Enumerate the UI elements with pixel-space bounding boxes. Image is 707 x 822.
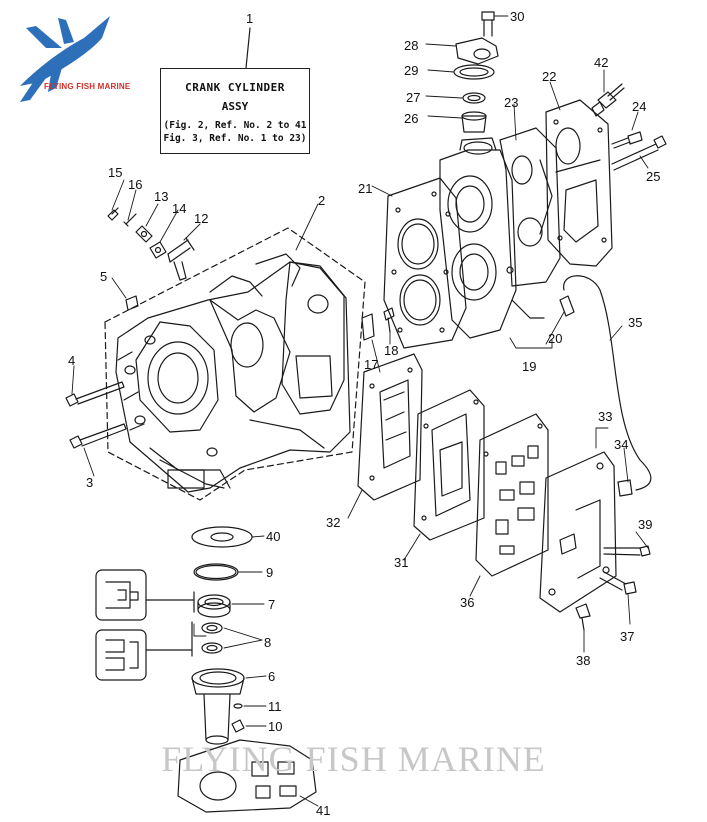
crankcase-body — [115, 253, 351, 493]
small-bracket — [361, 307, 395, 341]
callout-16: 16 — [128, 177, 143, 192]
callout-20: 20 — [548, 331, 563, 346]
callout-32: 32 — [326, 515, 341, 530]
callout-37: 37 — [620, 629, 635, 644]
callout-27: 27 — [406, 90, 421, 105]
lower-seal-stack — [191, 526, 253, 745]
callout-28: 28 — [404, 38, 419, 53]
callout-42: 42 — [594, 55, 609, 70]
callout-22: 22 — [542, 69, 557, 84]
callout-7: 7 — [268, 597, 276, 612]
callout-26: 26 — [404, 111, 419, 126]
base-gasket — [177, 739, 317, 813]
callout-21: 21 — [358, 181, 373, 196]
sensor-and-bolts — [591, 83, 667, 171]
callout-34: 34 — [614, 437, 629, 452]
cylinder-block — [439, 137, 545, 339]
leader-1 — [245, 27, 251, 69]
callout-38: 38 — [576, 653, 591, 668]
note-title: CRANK CYLINDER — [185, 81, 285, 94]
crankcase-dashed-outline — [104, 227, 366, 501]
callout-23: 23 — [504, 95, 519, 110]
callout-39: 39 — [638, 517, 653, 532]
callout-2: 2 — [318, 193, 326, 208]
callout-14: 14 — [172, 201, 187, 216]
exhaust-cover — [539, 451, 617, 613]
callout-18: 18 — [384, 343, 399, 358]
callout-35: 35 — [628, 315, 643, 330]
callout-36: 36 — [460, 595, 475, 610]
exhaust-gasket — [475, 413, 549, 577]
fish-icon — [20, 16, 110, 102]
callout-1: 1 — [246, 11, 254, 26]
logo-text: FLYING FISH MARINE — [44, 82, 131, 91]
upper-left-small-parts — [107, 207, 195, 311]
callout-17: 17 — [364, 357, 379, 372]
callout-10: 10 — [268, 719, 283, 734]
flying-fish-logo — [20, 16, 110, 102]
callout-30: 30 — [510, 9, 525, 24]
callout-13: 13 — [154, 189, 169, 204]
callout-40: 40 — [266, 529, 281, 544]
cover-bolts — [575, 545, 651, 631]
cover-gasket — [499, 127, 561, 287]
callout-19: 19 — [522, 359, 537, 374]
callout-4: 4 — [68, 353, 76, 368]
seal-detail-box-7 — [95, 569, 195, 621]
watermark-text: FLYING FISH MARINE — [161, 739, 546, 779]
head-gasket — [383, 177, 467, 349]
callout-15: 15 — [108, 165, 123, 180]
water-hose — [559, 275, 652, 497]
bolts-3-4 — [65, 381, 127, 449]
callout-33: 33 — [598, 409, 613, 424]
assembly-note-box: CRANK CYLINDER ASSY (Fig. 2, Ref. No. 2 … — [160, 68, 310, 154]
note-ref-line-2: Fig. 3, Ref. No. 1 to 23) — [163, 133, 307, 144]
callout-41: 41 — [316, 803, 331, 818]
callout-25: 25 — [646, 169, 661, 184]
callout-29: 29 — [404, 63, 419, 78]
callout-24: 24 — [632, 99, 647, 114]
thermostat-parts — [453, 11, 499, 133]
callout-5: 5 — [100, 269, 108, 284]
callout-9: 9 — [266, 565, 274, 580]
exhaust-plate — [413, 389, 485, 541]
seal-detail-box-8 — [95, 621, 193, 681]
note-ref-line-1: (Fig. 2, Ref. No. 2 to 41 — [163, 120, 307, 131]
callout-6: 6 — [268, 669, 276, 684]
note-subtitle: ASSY — [221, 100, 249, 113]
callout-8: 8 — [264, 635, 272, 650]
callout-3: 3 — [86, 475, 94, 490]
callout-12: 12 — [194, 211, 209, 226]
callout-11: 11 — [268, 699, 282, 714]
callout-leaders — [71, 15, 649, 807]
cylinder-cover — [545, 99, 613, 267]
callout-31: 31 — [394, 555, 409, 570]
inner-plate-gasket — [357, 353, 423, 501]
